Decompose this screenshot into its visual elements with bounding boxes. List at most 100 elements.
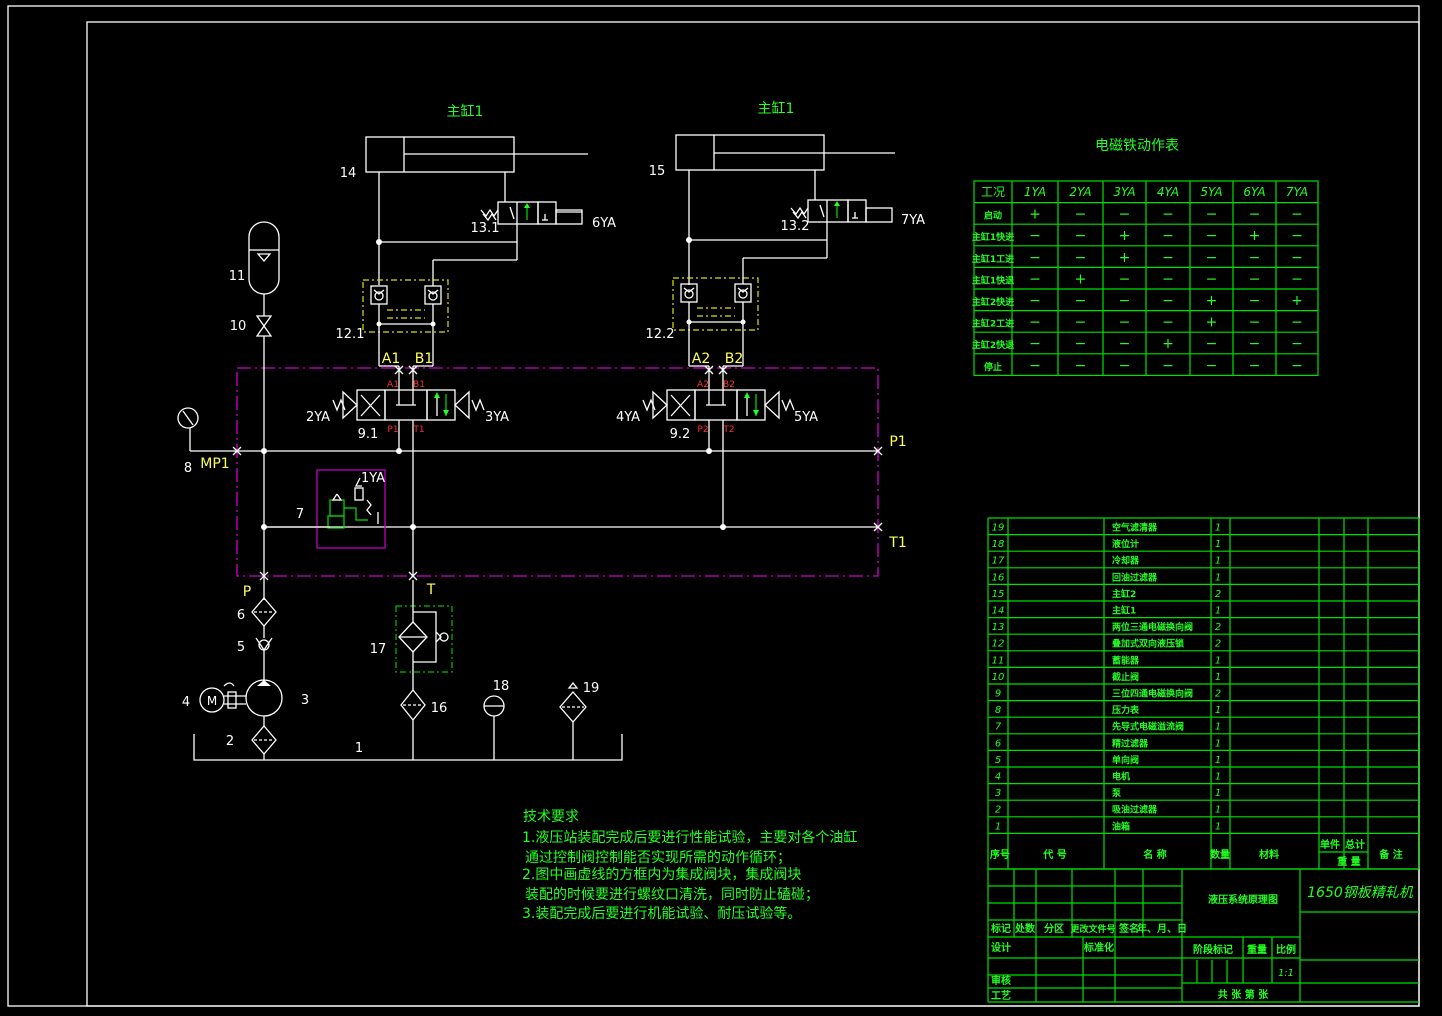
label-2: 2 <box>226 734 234 749</box>
solenoid-row-label: 主缸1快进 <box>972 231 1014 243</box>
label-3ya: 3YA <box>485 410 509 425</box>
tiny-label-a2: A2 <box>697 380 709 390</box>
solenoid-state-cell: − <box>1206 336 1218 352</box>
part-qty: 1 <box>1215 821 1221 832</box>
solenoid-state-cell: − <box>1162 271 1174 287</box>
level-gauge-18 <box>483 695 505 760</box>
part-name: 主缸2 <box>1112 588 1136 600</box>
hydraulic-lock-12-1 <box>362 242 518 366</box>
part-name: 空气滤清器 <box>1112 522 1158 534</box>
part-qty: 1 <box>1215 523 1221 534</box>
valve-13-2 <box>686 199 893 243</box>
solenoid-state-cell: − <box>1119 207 1131 223</box>
solenoid-header-cell: 7YA <box>1286 185 1308 199</box>
solenoid-state-cell: − <box>1291 207 1303 223</box>
solenoid-state-cell: − <box>1162 315 1174 331</box>
tb-zone: 分区 <box>1044 922 1064 935</box>
part-qty: 2 <box>1215 589 1221 600</box>
cylinder-1-title: 主缸1 <box>447 103 484 120</box>
solenoid-state-cell: + <box>1029 207 1041 223</box>
solenoid-state-cell: − <box>1206 250 1218 266</box>
check-valve-5 <box>255 637 273 680</box>
filter-6 <box>251 597 277 638</box>
label-5ya: 5YA <box>794 410 818 425</box>
solenoid-state-cell: + <box>1291 293 1303 309</box>
valve-9-2 <box>642 365 795 527</box>
solenoid-state-cell: − <box>1029 315 1041 331</box>
label-6ya: 6YA <box>592 216 616 231</box>
label-13-1: 13.1 <box>471 221 500 236</box>
parts-header-name: 名 称 <box>1143 848 1166 861</box>
part-number: 8 <box>995 705 1001 716</box>
solenoid-header-cell: 1YA <box>1024 185 1046 199</box>
parts-header-weight: 重 量 <box>1337 855 1360 868</box>
label-t: T <box>426 582 436 598</box>
solenoid-state-cell: − <box>1075 315 1087 331</box>
label-mp1: MP1 <box>200 456 229 472</box>
tech-note-line: 1.液压站装配完成后要进行性能试验，主要对各个油缸 <box>522 829 857 846</box>
solenoid-row-label: 停止 <box>984 361 1002 373</box>
port-marks <box>394 365 728 375</box>
solenoid-state-cell: − <box>1162 250 1174 266</box>
part-qty: 1 <box>1215 606 1221 617</box>
tb-mark: 标记 <box>990 922 1011 935</box>
solenoid-state-cell: − <box>1119 336 1131 352</box>
solenoid-state-cell: + <box>1206 293 1218 309</box>
label-1ya: 1YA <box>361 471 385 486</box>
solenoid-state-cell: − <box>1249 315 1261 331</box>
label-13-2: 13.2 <box>781 219 810 234</box>
tb-sheets: 共 张 第 张 <box>1218 988 1269 1001</box>
tb-signature: 签名 <box>1118 922 1139 935</box>
air-filter-19 <box>559 681 587 760</box>
part-qty: 1 <box>1215 772 1221 783</box>
part-name: 冷却器 <box>1112 555 1140 567</box>
accumulator-11 <box>248 221 280 295</box>
part-qty: 1 <box>1215 722 1221 733</box>
tiny-label-b1: B1 <box>413 380 425 390</box>
solenoid-state-cell: − <box>1249 358 1261 374</box>
tb-standardize: 标准化 <box>1083 941 1114 954</box>
parts-header-remark: 备 注 <box>1378 848 1402 861</box>
solenoid-table-title: 电磁铁动作表 <box>1095 138 1179 154</box>
solenoid-state-cell: − <box>1291 271 1303 287</box>
tb-process: 工艺 <box>991 989 1011 1002</box>
part-qty: 1 <box>1215 755 1221 766</box>
solenoid-state-cell: − <box>1119 271 1131 287</box>
part-name: 液位计 <box>1112 538 1139 550</box>
part-name: 截止阀 <box>1112 671 1139 683</box>
solenoid-state-cell: − <box>1075 358 1087 374</box>
cylinder-15 <box>675 134 895 285</box>
title-block-grid <box>987 868 1419 1003</box>
label-t1: T1 <box>888 535 906 551</box>
solenoid-state-cell: − <box>1075 250 1087 266</box>
part-name: 叠加式双向液压锁 <box>1112 638 1184 650</box>
solenoid-state-cell: − <box>1029 228 1041 244</box>
solenoid-header-cell: 3YA <box>1113 185 1135 199</box>
cooler-17 <box>395 580 453 690</box>
parts-header-total: 总计 <box>1345 838 1365 851</box>
part-number: 14 <box>992 606 1005 617</box>
manifold-block <box>236 367 879 577</box>
part-name: 电机 <box>1112 771 1130 783</box>
parts-header-material: 材料 <box>1259 848 1279 861</box>
label-18: 18 <box>493 679 510 694</box>
tb-date: 年、月、日 <box>1137 922 1187 935</box>
solenoid-state-cell: + <box>1119 228 1131 244</box>
solenoid-state-cell: − <box>1291 228 1303 244</box>
valve-13-1 <box>376 201 583 245</box>
part-number: 6 <box>995 738 1001 749</box>
machine-name: 1650钢板精轧机 <box>1307 885 1414 901</box>
part-name: 精过滤器 <box>1112 737 1149 749</box>
solenoid-state-cell: − <box>1206 358 1218 374</box>
solenoid-row-label: 启动 <box>984 210 1002 222</box>
relief-valve-7 <box>264 469 386 549</box>
solenoid-state-cell: − <box>1119 358 1131 374</box>
parts-header-seq: 序号 <box>990 848 1010 861</box>
part-qty: 1 <box>1215 805 1221 816</box>
solenoid-state-cell: − <box>1291 336 1303 352</box>
tb-scale: 比例 <box>1276 943 1296 956</box>
label-m: M <box>207 694 217 708</box>
solenoid-state-cell: − <box>1206 207 1218 223</box>
